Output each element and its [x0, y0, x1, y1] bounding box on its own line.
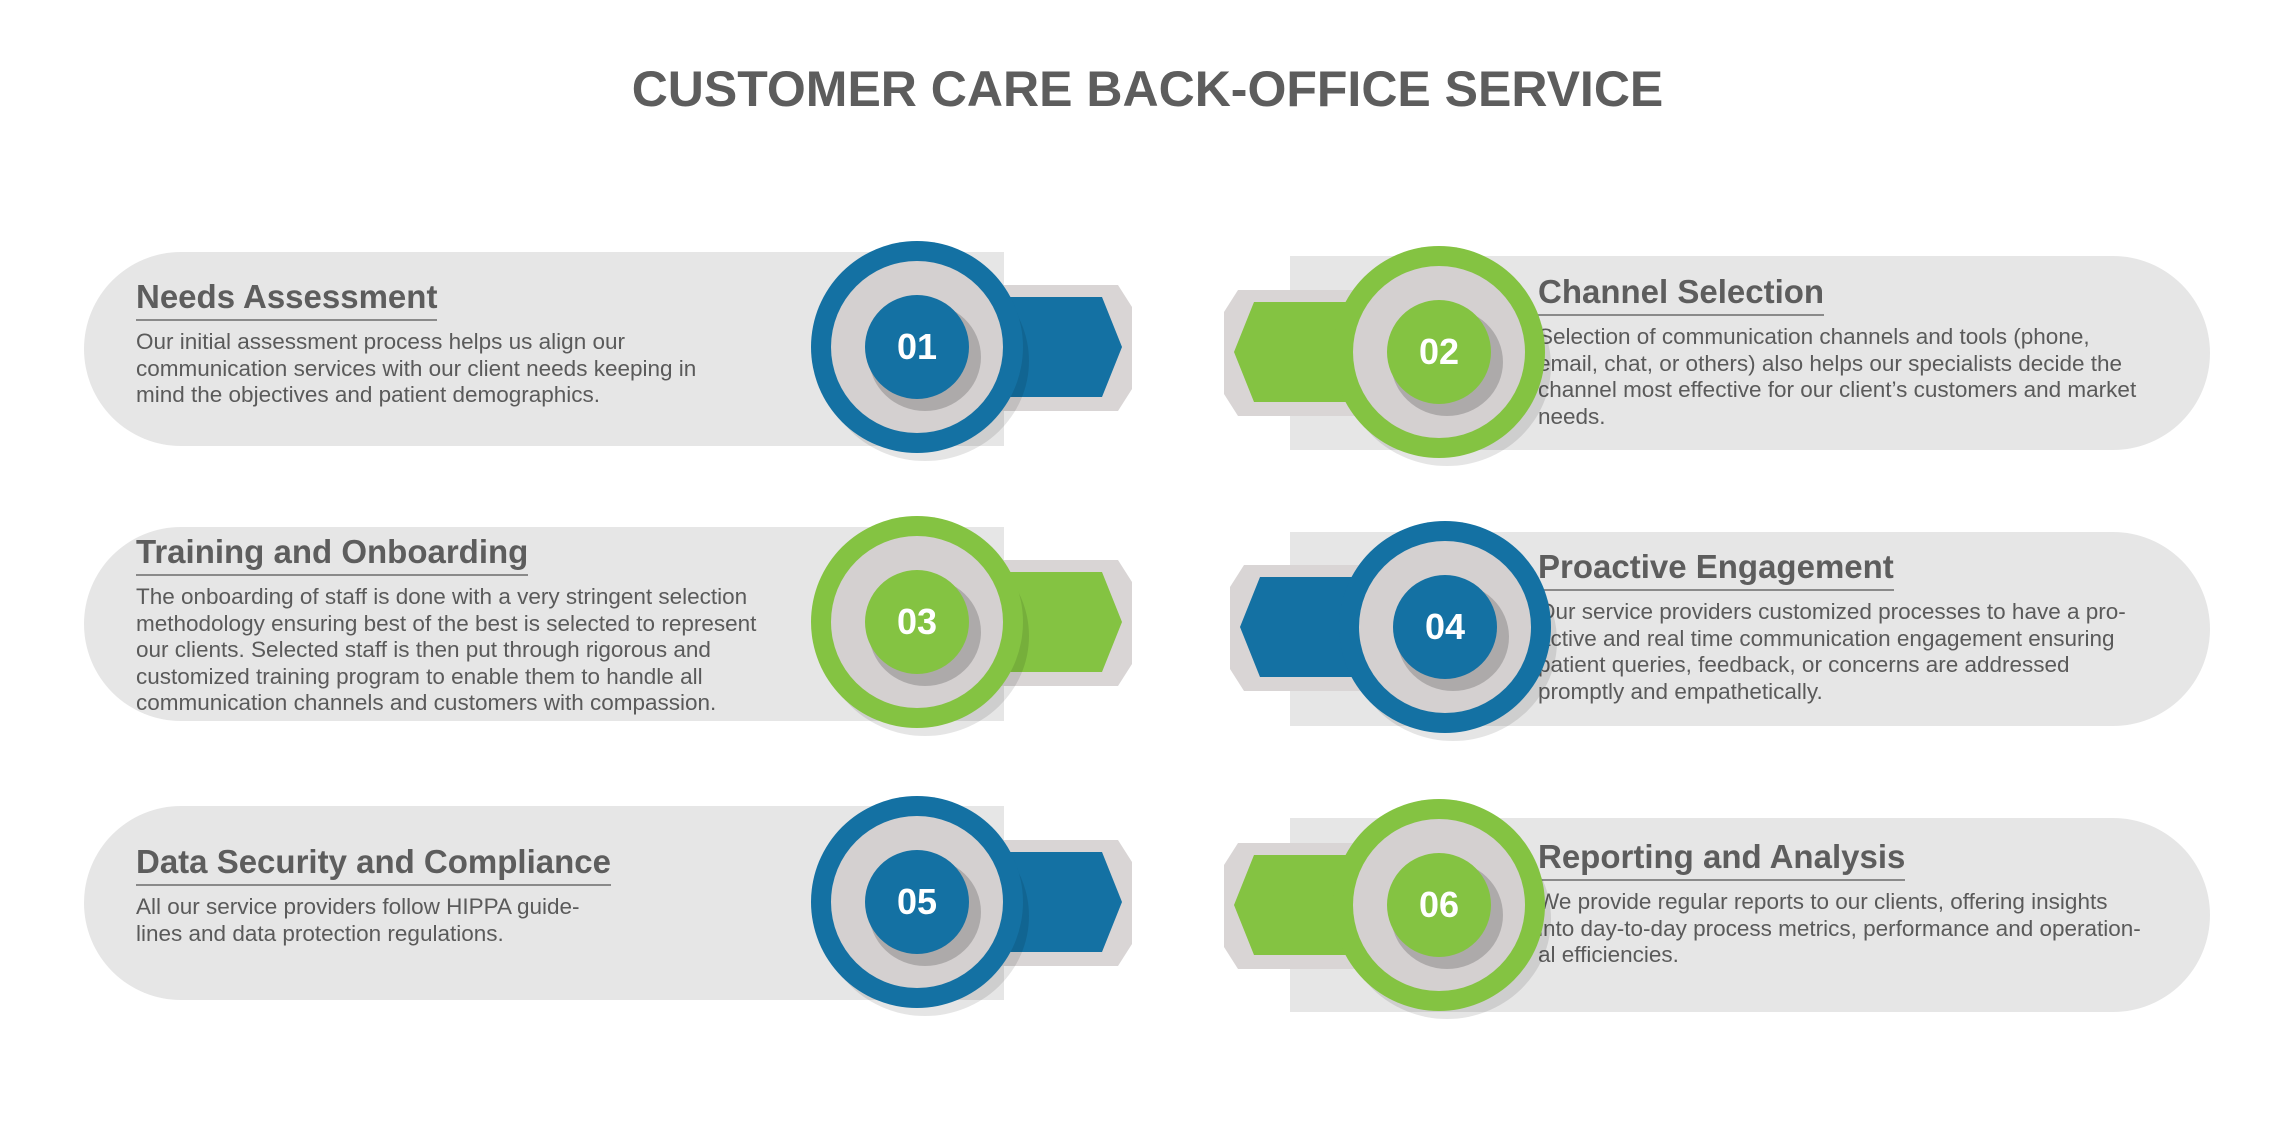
step-heading: Proactive Engagement [1538, 548, 1894, 591]
number-disc [865, 295, 969, 399]
step-text-2: Channel Selection Selection of communica… [1538, 273, 2198, 430]
arrow-tab [1234, 855, 1366, 955]
step-number: 04 [1424, 606, 1466, 647]
badge-shape [1224, 799, 1551, 1019]
step-text-1: Needs Assessment Our initial assessment … [136, 278, 816, 409]
step-badge-5: 05 [810, 794, 1150, 1016]
badge-shape [811, 241, 1132, 461]
step-text-3: Training and Onboarding The onboarding o… [136, 533, 816, 717]
step-heading: Needs Assessment [136, 278, 438, 321]
page-title: CUSTOMER CARE BACK-OFFICE SERVICE [631, 61, 1664, 117]
step-description: Our initial assessment process helps us … [136, 329, 697, 407]
step-description: All our service providers follow HIPPA g… [136, 894, 580, 946]
step-number: 01 [896, 326, 938, 367]
step-heading: Data Security and Compliance [136, 843, 611, 886]
number-disc [1387, 853, 1491, 957]
step-text-5: Data Security and Compliance All our ser… [136, 843, 816, 947]
step-text-4: Proactive Engagement Our service provide… [1538, 548, 2198, 705]
step-number: 02 [1418, 331, 1460, 372]
arrow-tab [990, 297, 1122, 397]
step-heading: Channel Selection [1538, 273, 1825, 316]
arrow-tab [990, 572, 1122, 672]
number-disc [865, 570, 969, 674]
step-description: The onboarding of staff is done with a v… [136, 584, 757, 715]
step-description: Our service providers customized process… [1538, 599, 2126, 704]
badge-shape [811, 516, 1132, 736]
step-description: Selection of communication channels and … [1538, 324, 2137, 429]
step-number: 03 [896, 601, 938, 642]
arrow-tab [990, 852, 1122, 952]
step-badge-4: 04 [1212, 519, 1557, 741]
step-heading: Reporting and Analysis [1538, 838, 1906, 881]
number-disc [1387, 300, 1491, 404]
arrow-tab [1240, 577, 1372, 677]
number-disc [865, 850, 969, 954]
step-text-6: Reporting and Analysis We provide regula… [1538, 838, 2198, 969]
step-number: 06 [1418, 884, 1460, 925]
step-badge-1: 01 [810, 239, 1150, 461]
badge-shape [811, 796, 1132, 1016]
step-number: 05 [896, 881, 938, 922]
badge-shape [1224, 246, 1551, 466]
step-description: We provide regular reports to our client… [1538, 889, 2141, 967]
arrow-tab [1234, 302, 1366, 402]
step-heading: Training and Onboarding [136, 533, 529, 576]
badge-shape [1230, 521, 1557, 741]
step-badge-3: 03 [810, 514, 1150, 736]
number-disc [1393, 575, 1497, 679]
step-badge-2: 02 [1206, 244, 1551, 466]
step-badge-6: 06 [1206, 797, 1551, 1019]
